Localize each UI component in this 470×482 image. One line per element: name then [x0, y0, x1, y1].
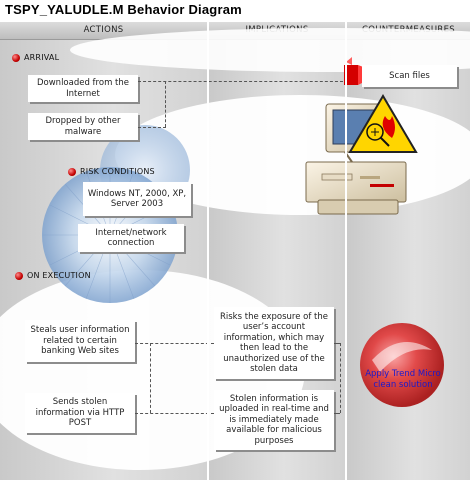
action-steals: Steals user information related to certa…	[25, 320, 135, 362]
connector-arrival-vertical	[165, 81, 166, 127]
swirl-highlight	[372, 342, 432, 372]
column-separator	[345, 22, 347, 482]
top-backdrop-band	[70, 28, 470, 72]
connector-dropped	[138, 127, 166, 128]
action-sends: Sends stolen information via HTTP POST	[25, 393, 135, 433]
connector-downloaded-scan	[138, 81, 343, 82]
connector-steals-risks	[135, 343, 214, 344]
countermeasure-scan: Scan files	[362, 65, 457, 87]
countermeasure-apply-link[interactable]: Apply Trend Micro clean solution	[365, 369, 441, 390]
column-separator	[207, 22, 209, 482]
action-downloaded: Downloaded from the Internet	[28, 75, 138, 102]
section-arrival: ARRIVAL	[12, 53, 59, 62]
red-bullet-icon	[68, 167, 76, 176]
section-on-execution: ON EXECUTION	[15, 271, 91, 280]
connector-execution-vertical	[150, 343, 151, 413]
action-dropped: Dropped by other malware	[28, 113, 138, 140]
section-on-execution-label: ON EXECUTION	[27, 271, 91, 280]
section-risk-conditions: RISK CONDITIONS	[68, 167, 155, 176]
risk-os: Windows NT, 2000, XP, Server 2003	[83, 182, 191, 216]
red-bullet-icon	[12, 53, 20, 62]
connector-risks-out	[334, 343, 340, 344]
risk-network: Internet/network connection	[78, 224, 184, 252]
section-arrival-label: ARRIVAL	[24, 53, 60, 62]
connector-implications-vertical	[340, 343, 341, 413]
diagram-title: TSPY_YALUDLE.M Behavior Diagram	[5, 2, 242, 17]
section-risk-conditions-label: RISK CONDITIONS	[80, 167, 155, 176]
red-bullet-icon	[15, 271, 23, 280]
trend-micro-swirl-logo	[360, 323, 444, 407]
connector-sends-uploaded	[135, 413, 214, 414]
warning-triangle-icon	[348, 94, 418, 153]
implication-risks: Risks the exposure of the user’s account…	[214, 307, 334, 379]
implication-uploaded: Stolen information is uploaded in real-t…	[214, 390, 334, 450]
connector-uploaded-out	[334, 413, 340, 414]
